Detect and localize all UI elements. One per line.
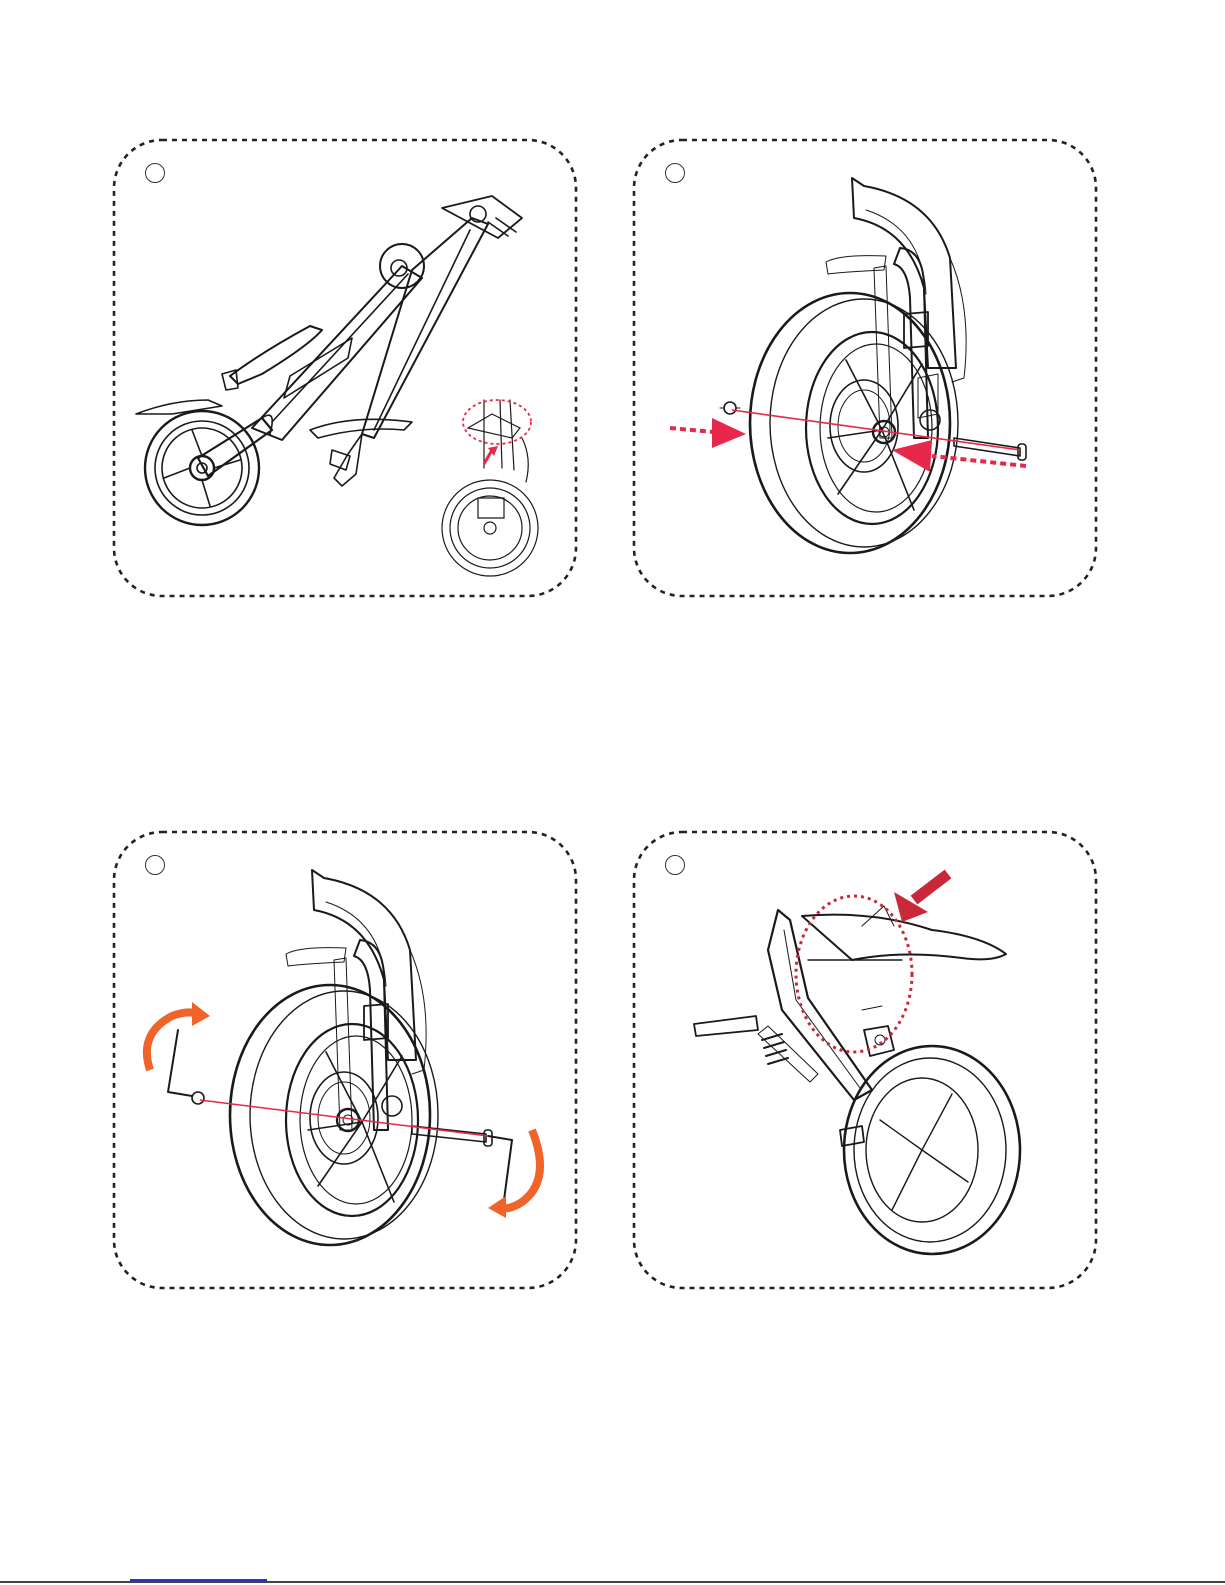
bottom-rule: [0, 1581, 1225, 1583]
front-wheel-illustration: [632, 138, 1098, 598]
left-insert-arrow: [670, 428, 714, 432]
axle-tightening-illustration: [112, 830, 578, 1290]
folded-scooter-illustration: [112, 138, 578, 598]
step-4-panel: [632, 830, 1098, 1290]
red-pointer-arrow: [484, 450, 492, 464]
step-2-panel: [632, 138, 1098, 598]
step-1-panel: [112, 138, 578, 598]
rear-wheel-illustration: [632, 830, 1098, 1290]
point-arrow: [914, 874, 948, 900]
detail-highlight-circle: [463, 400, 531, 444]
step-3-panel: [112, 830, 578, 1290]
axle-guide-line: [732, 410, 1020, 450]
